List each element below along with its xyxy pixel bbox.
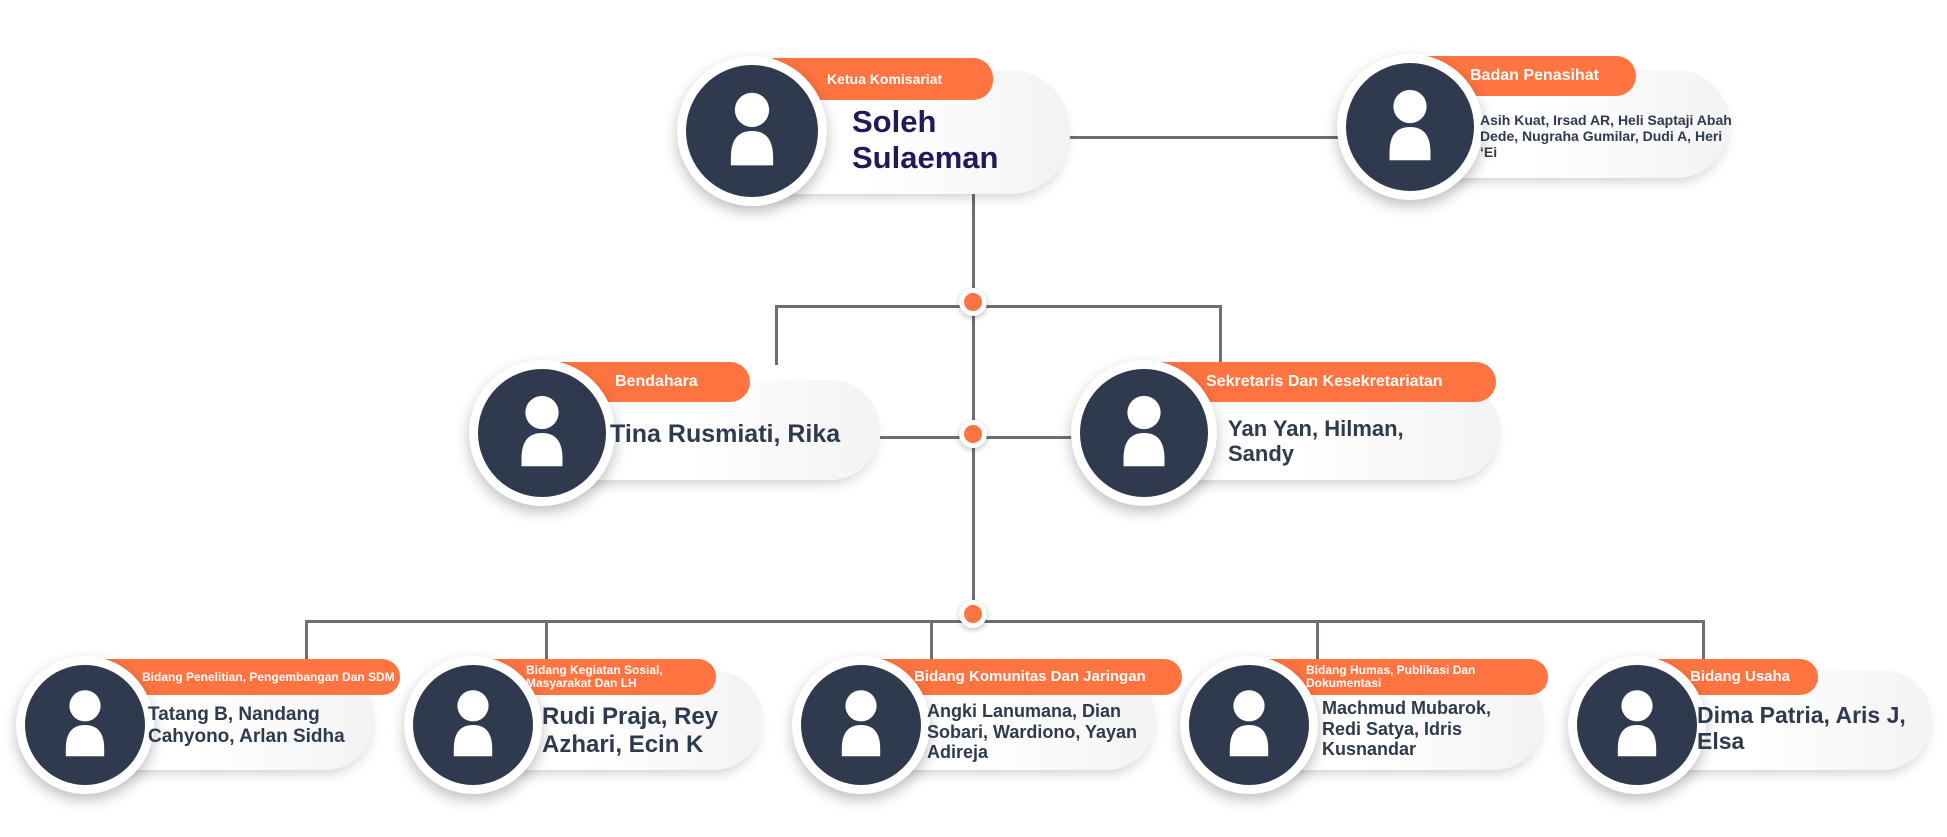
department-names: Machmud Mubarok, Redi Satya, Idris Kusna… bbox=[1322, 698, 1492, 760]
branch-dot-bottom bbox=[959, 600, 987, 628]
secretary-names: Yan Yan, Hilman, Sandy bbox=[1228, 416, 1404, 467]
department-avatar bbox=[1180, 656, 1318, 794]
department-role: Bidang Humas, Publikasi Dan Dokumentasi bbox=[1306, 663, 1476, 690]
secretary-role-badge: Sekretaris Dan Kesekretariatan bbox=[1160, 362, 1496, 402]
advisor-connector-line bbox=[1065, 136, 1355, 139]
department-avatar bbox=[1568, 656, 1706, 794]
advisors-role: Badan Penasihat bbox=[1470, 66, 1599, 84]
chairman-avatar bbox=[677, 56, 827, 206]
advisors-names: Asih Kuat, Irsad AR, Heli Saptaji Abah D… bbox=[1480, 112, 1732, 161]
secretary-drop-line bbox=[1219, 305, 1222, 365]
secretary-avatar bbox=[1071, 360, 1217, 506]
person-icon bbox=[453, 690, 493, 757]
treasurer-role: Bendahara bbox=[615, 372, 698, 390]
dept1-drop-line bbox=[305, 620, 308, 660]
person-icon bbox=[841, 690, 881, 757]
treasurer-drop-line bbox=[775, 305, 778, 365]
department-names: Angki Lanumana, Dian Sobari, Wardiono, Y… bbox=[927, 701, 1138, 763]
department-role: Bidang Kegiatan Sosial, Masyarakat Dan L… bbox=[526, 663, 663, 690]
branch-dot-top bbox=[959, 288, 987, 316]
dept4-drop-line bbox=[1316, 620, 1319, 660]
person-icon bbox=[65, 690, 105, 757]
advisors-avatar bbox=[1337, 54, 1483, 200]
secretary-connector-line bbox=[975, 436, 1075, 439]
department-names: Tatang B, Nandang Cahyono, Arlan Sidha bbox=[148, 704, 345, 747]
dept5-drop-line bbox=[1702, 620, 1705, 660]
secretary-role: Sekretaris Dan Kesekretariatan bbox=[1206, 372, 1443, 390]
department-avatar bbox=[16, 656, 154, 794]
department-role: Bidang Komunitas Dan Jaringan bbox=[914, 668, 1146, 686]
level2-branch-line bbox=[775, 305, 1222, 308]
main-trunk-line bbox=[972, 190, 975, 615]
department-role: Bidang Penelitian, Pengembangan Dan SDM bbox=[142, 669, 395, 684]
person-icon bbox=[521, 395, 563, 467]
person-icon bbox=[1123, 395, 1165, 467]
chairman-role: Ketua Komisariat bbox=[827, 70, 943, 87]
person-icon bbox=[1229, 690, 1269, 757]
department-names: Rudi Praja, Rey Azhari, Ecin K bbox=[542, 703, 719, 758]
treasurer-names: Tina Rusmiati, Rika bbox=[610, 420, 841, 448]
level3-branch-line bbox=[305, 620, 1705, 623]
department-role: Bidang Usaha bbox=[1690, 668, 1791, 686]
chairman-name: Soleh Sulaeman bbox=[852, 104, 999, 175]
treasurer-connector-line bbox=[880, 436, 975, 439]
dept2-drop-line bbox=[545, 620, 548, 660]
person-icon bbox=[1617, 690, 1657, 757]
person-icon bbox=[730, 92, 774, 166]
person-icon bbox=[1389, 89, 1431, 161]
department-names: Dima Patria, Aris J, Elsa bbox=[1697, 702, 1906, 755]
department-avatar bbox=[404, 656, 542, 794]
dept3-drop-line bbox=[930, 620, 933, 660]
department-avatar bbox=[792, 656, 930, 794]
branch-dot-middle bbox=[959, 420, 987, 448]
treasurer-avatar bbox=[469, 360, 615, 506]
